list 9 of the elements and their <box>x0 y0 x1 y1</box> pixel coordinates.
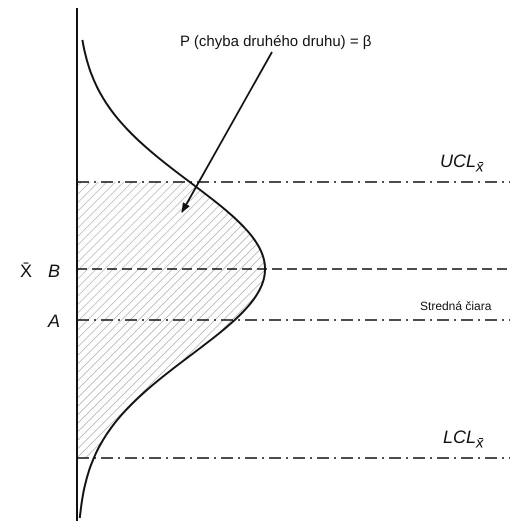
leader-arrow <box>181 52 273 213</box>
limit-label: LCL$_{x̄}$ <box>443 428 484 451</box>
limit-label: UCL$_{x̄}$ <box>440 152 484 175</box>
line-label: Stredná čiara <box>420 300 492 312</box>
axis-letter: A <box>48 312 60 330</box>
hatched-area <box>77 182 265 458</box>
axis-letter: B <box>48 262 60 280</box>
mean-symbol: X̄ <box>20 262 32 280</box>
annotation-text: P (chyba druhého druhu) = β <box>180 34 372 49</box>
